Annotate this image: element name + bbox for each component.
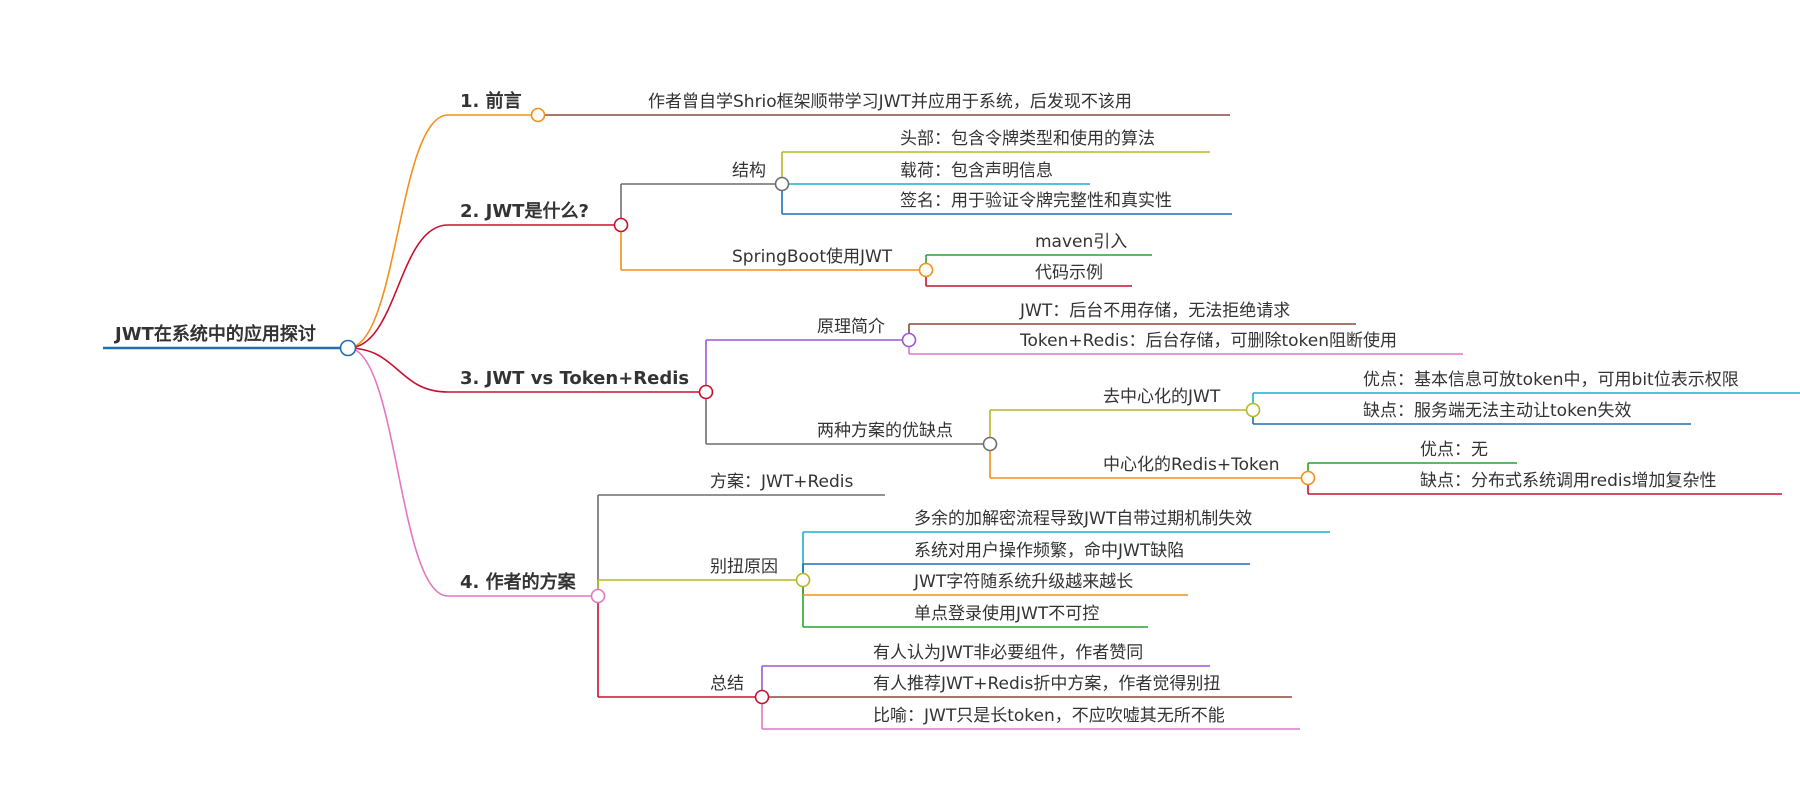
subtopic: 单点登录使用JWT不可控 (914, 603, 1099, 624)
root-topic: JWT在系统中的应用探讨 (113, 323, 316, 345)
expand-collapse-toggle[interactable] (918, 262, 934, 278)
subtopic: 比喻：JWT只是长token，不应吹嘘其无所不能 (873, 706, 1225, 726)
subtopic: Token+Redis：后台存储，可删除token阻断使用 (1019, 330, 1397, 351)
subtopic: maven引入 (1035, 232, 1127, 252)
subtopic: JWT字符随系统升级越来越长 (913, 572, 1133, 592)
subtopic: 原理简介 (817, 317, 885, 337)
branch-connector (347, 224, 449, 349)
subtopic: 系统对用户操作频繁，命中JWT缺陷 (914, 541, 1184, 561)
branch-connector (347, 114, 449, 349)
subtopic: 中心化的Redis+Token (1103, 455, 1280, 475)
subtopic: 去中心化的JWT (1103, 387, 1221, 407)
expand-collapse-toggle[interactable] (774, 176, 790, 192)
mind-map-labels: JWT在系统中的应用探讨 1. 前言 作者曾自学Shrio框架顺带学习JWT并应用于… (113, 90, 1739, 726)
subtopic: 代码示例 (1035, 263, 1103, 283)
expand-collapse-toggle[interactable] (530, 107, 546, 123)
branch-topic: 4. 作者的方案 (460, 571, 577, 593)
subtopic: JWT：后台不用存储，无法拒绝请求 (1019, 301, 1290, 321)
subtopic: 签名：用于验证令牌完整性和真实性 (900, 191, 1172, 211)
subtopic: 载荷：包含声明信息 (900, 161, 1053, 181)
mind-map-underlines (103, 114, 1800, 730)
subtopic: SpringBoot使用JWT (732, 246, 893, 267)
subtopic: 有人推荐JWT+Redis折中方案，作者觉得别扭 (873, 674, 1220, 694)
subtopic: 缺点：分布式系统调用redis增加复杂性 (1420, 471, 1716, 491)
branch-topic: 3. JWT vs Token+Redis (460, 368, 689, 389)
subtopic: 两种方案的优缺点 (817, 421, 953, 441)
branch-topic: 1. 前言 (460, 90, 522, 112)
subtopic: 有人认为JWT非必要组件，作者赞同 (873, 643, 1143, 663)
subtopic: 多余的加解密流程导致JWT自带过期机制失效 (914, 509, 1252, 529)
subtopic: 优点：基本信息可放token中，可用bit位表示权限 (1363, 370, 1739, 390)
subtopic: 别扭原因 (710, 557, 778, 577)
expand-collapse-toggle[interactable] (698, 384, 714, 400)
expand-collapse-toggle[interactable] (754, 689, 770, 705)
branch-topic: 2. JWT是什么? (460, 200, 589, 222)
expand-collapse-toggle[interactable] (1245, 402, 1261, 418)
subtopic: 缺点：服务端无法主动让token失效 (1363, 401, 1632, 421)
branch-connector (347, 347, 449, 393)
subtopic: 结构 (732, 161, 766, 181)
expand-collapse-toggle[interactable] (901, 332, 917, 348)
subtopic: 头部：包含令牌类型和使用的算法 (900, 128, 1155, 149)
expand-collapse-toggle[interactable] (339, 339, 357, 357)
expand-collapse-toggle[interactable] (795, 572, 811, 588)
branch-connector (347, 347, 449, 597)
expand-collapse-toggle[interactable] (982, 436, 998, 452)
expand-collapse-toggle[interactable] (590, 588, 606, 604)
subtopic: 作者曾自学Shrio框架顺带学习JWT并应用于系统，后发现不该用 (648, 92, 1132, 112)
expand-collapse-toggle[interactable] (1300, 470, 1316, 486)
mind-map-connectors (339, 107, 1316, 705)
subtopic: 方案：JWT+Redis (710, 472, 853, 492)
subtopic: 优点：无 (1420, 440, 1488, 460)
expand-collapse-toggle[interactable] (613, 217, 629, 233)
subtopic: 总结 (710, 674, 744, 694)
